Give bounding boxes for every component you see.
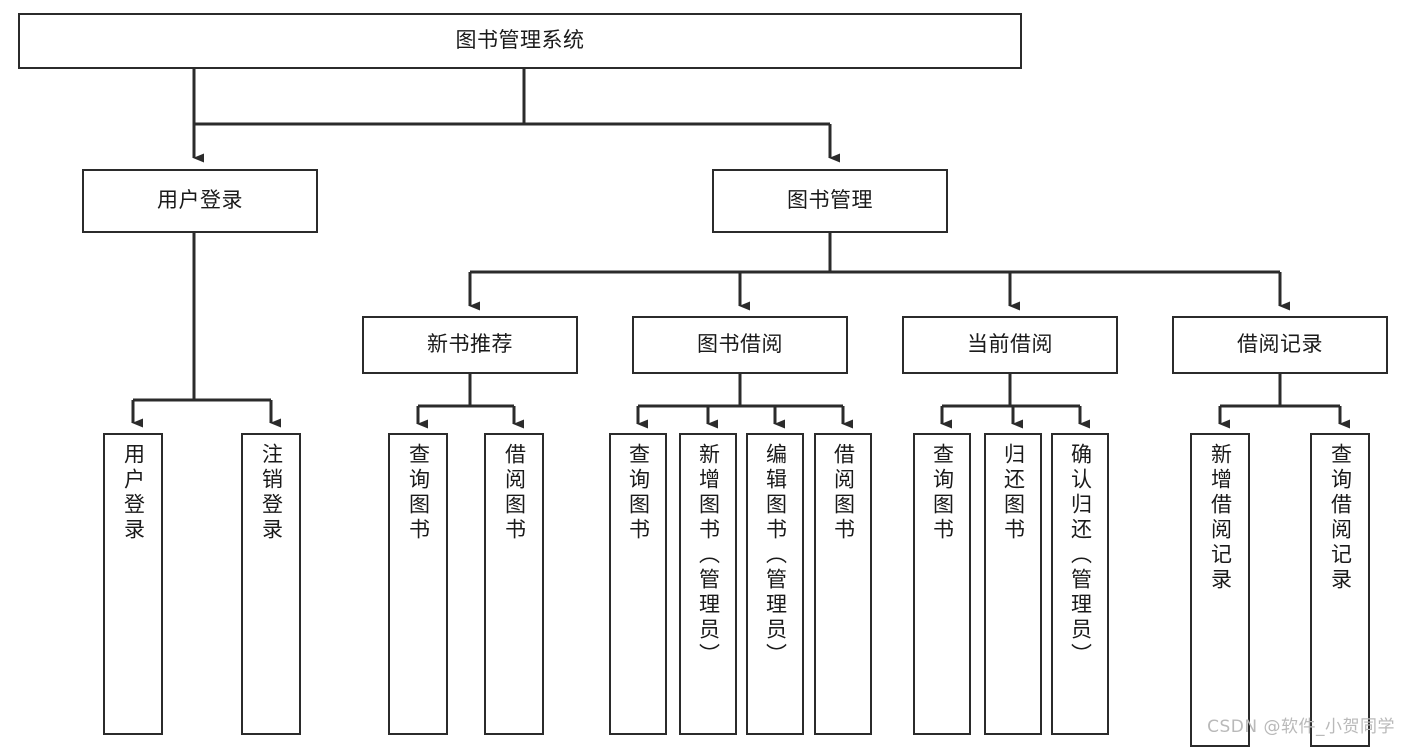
node-root-system[interactable]: 图书管理系统 — [18, 13, 1022, 69]
node-label: 归还图书 — [1001, 443, 1026, 543]
leaf-node-query-book-3[interactable]: 查询图书 — [913, 433, 971, 735]
node-label: 借阅记录 — [1237, 332, 1323, 357]
node-label: 用户登录 — [121, 443, 146, 543]
node-label: 图书借阅 — [697, 332, 783, 357]
leaf-node-borrow-book-1[interactable]: 借阅图书 — [484, 433, 544, 735]
node-label: 图书管理系统 — [455, 28, 585, 53]
node-label: 确认归还（管理员） — [1068, 443, 1093, 668]
node-label: 查询图书 — [930, 443, 955, 543]
leaf-node-add-book-admin[interactable]: 新增图书（管理员） — [679, 433, 737, 735]
node-user-login[interactable]: 用户登录 — [82, 169, 318, 233]
leaf-node-borrow-book-2[interactable]: 借阅图书 — [814, 433, 872, 735]
node-label: 编辑图书（管理员） — [763, 443, 788, 668]
leaf-node-user-login[interactable]: 用户登录 — [103, 433, 163, 735]
node-current-borrow[interactable]: 当前借阅 — [902, 316, 1118, 374]
node-label: 新增借阅记录 — [1208, 443, 1233, 593]
leaf-node-query-book-2[interactable]: 查询图书 — [609, 433, 667, 735]
node-borrow-record[interactable]: 借阅记录 — [1172, 316, 1388, 374]
node-book-manage[interactable]: 图书管理 — [712, 169, 948, 233]
node-label: 查询图书 — [406, 443, 431, 543]
node-label: 查询借阅记录 — [1328, 443, 1353, 593]
node-label: 图书管理 — [787, 188, 873, 213]
leaf-node-query-book-1[interactable]: 查询图书 — [388, 433, 448, 735]
node-label: 新书推荐 — [427, 332, 513, 357]
node-label: 用户登录 — [157, 188, 243, 213]
node-label: 当前借阅 — [967, 332, 1053, 357]
node-new-book-recommendation[interactable]: 新书推荐 — [362, 316, 578, 374]
leaf-node-add-borrow-record[interactable]: 新增借阅记录 — [1190, 433, 1250, 747]
leaf-node-logout[interactable]: 注销登录 — [241, 433, 301, 735]
leaf-node-confirm-return-admin[interactable]: 确认归还（管理员） — [1051, 433, 1109, 735]
node-label: 借阅图书 — [831, 443, 856, 543]
node-label: 查询图书 — [626, 443, 651, 543]
leaf-node-edit-book-admin[interactable]: 编辑图书（管理员） — [746, 433, 804, 735]
node-label: 借阅图书 — [502, 443, 527, 543]
node-book-borrow[interactable]: 图书借阅 — [632, 316, 848, 374]
leaf-node-return-book[interactable]: 归还图书 — [984, 433, 1042, 735]
leaf-node-query-borrow-record[interactable]: 查询借阅记录 — [1310, 433, 1370, 747]
node-label: 新增图书（管理员） — [696, 443, 721, 668]
node-label: 注销登录 — [259, 443, 284, 543]
